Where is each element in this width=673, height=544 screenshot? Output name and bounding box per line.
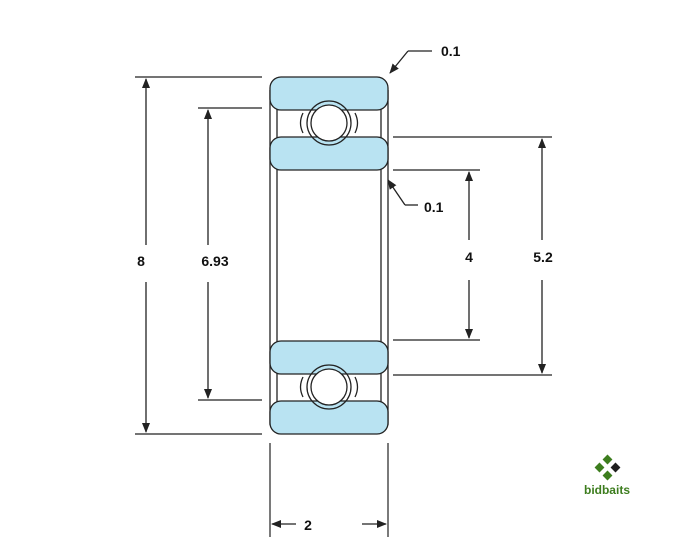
bidbaits-logo: bidbaits (584, 454, 630, 497)
bidbaits-logo-mark (594, 454, 621, 481)
inner-diameter-label: 4 (465, 249, 473, 265)
outer-chamfer-label: 0.1 (441, 43, 461, 59)
inner-chamfer-label: 0.1 (424, 199, 444, 215)
inner-ring-diameter-label: 5.2 (533, 249, 553, 265)
shield-diameter-label: 6.93 (201, 253, 228, 269)
ball-top (299, 100, 359, 146)
inner-ring-top (269, 136, 389, 171)
bidbaits-logo-text: bidbaits (584, 483, 630, 497)
width-label: 2 (304, 517, 312, 533)
inner-chamfer-leader (387, 179, 418, 206)
extension-lines (135, 76, 552, 537)
ball-bottom (299, 364, 359, 410)
outer-ring-bottom (269, 400, 389, 435)
bearing-section (269, 76, 389, 435)
outer-diameter-label: 8 (137, 253, 145, 269)
outer-chamfer-leader (389, 50, 432, 74)
